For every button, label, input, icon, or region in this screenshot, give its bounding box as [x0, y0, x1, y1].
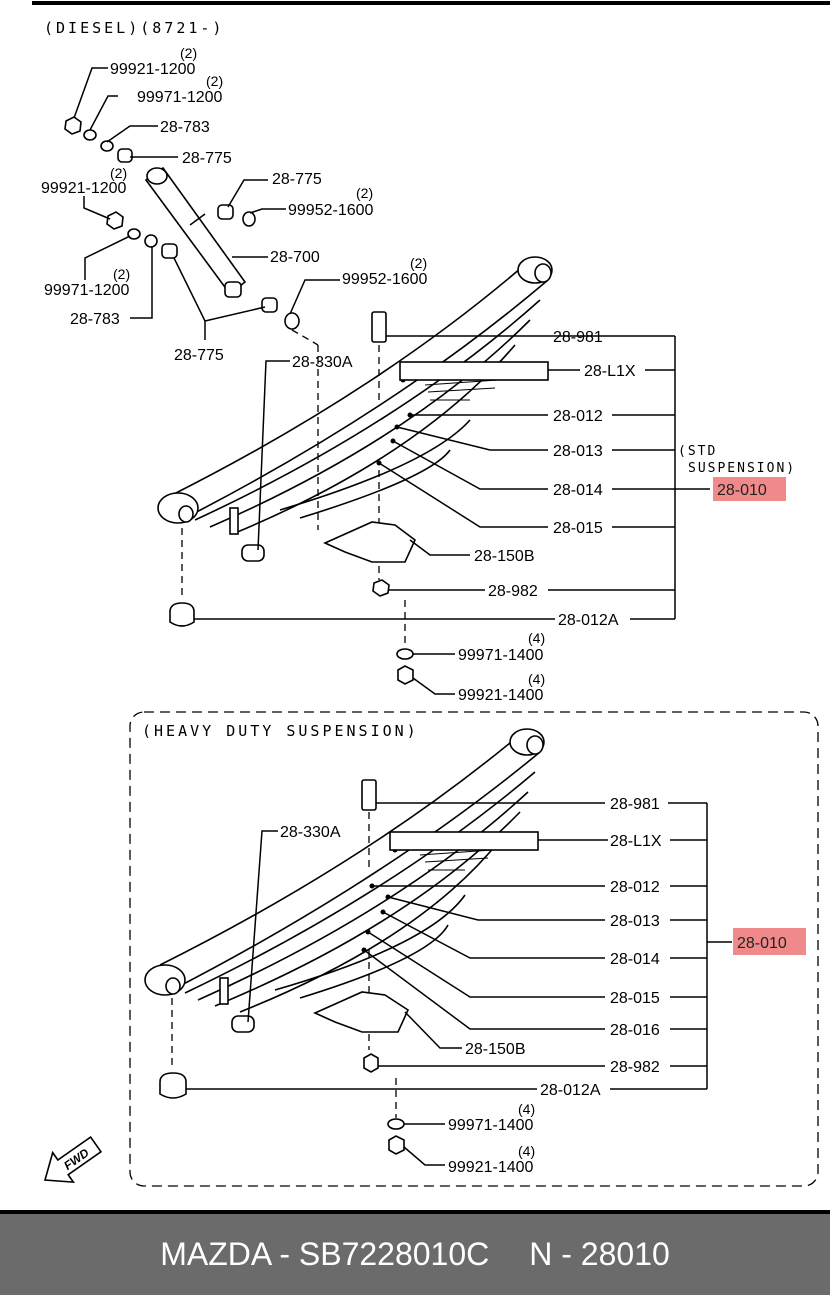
std-center-bolt[interactable] [371, 311, 387, 343]
hd-spring-seat[interactable] [313, 991, 410, 1033]
svg-text:28-L1X: 28-L1X [584, 363, 636, 380]
svg-text:28-012: 28-012 [553, 408, 603, 425]
hd-nut[interactable] [388, 1135, 405, 1155]
parts-diagram: (DIESEL)(8721-) [32, 1, 830, 1187]
footer-bar: MAZDA - SB7228010C N - 28010 [0, 1210, 830, 1295]
svg-text:28-982: 28-982 [610, 1059, 660, 1076]
svg-text:28-012A: 28-012A [540, 1082, 601, 1099]
std-shackle-bush[interactable] [241, 544, 265, 562]
svg-text:99971-1400: 99971-1400 [458, 647, 544, 664]
svg-text:SUSPENSION): SUSPENSION) [688, 461, 796, 476]
washer-left[interactable] [127, 228, 141, 240]
svg-text:28-012A: 28-012A [558, 612, 619, 629]
svg-text:28-150B: 28-150B [474, 548, 535, 565]
bush-775-top[interactable] [117, 148, 133, 163]
hd-bump-stopper[interactable] [159, 1072, 187, 1099]
bush-775-bottom[interactable] [261, 297, 278, 313]
std-assembly-number[interactable]: 28-010 [717, 482, 767, 499]
washer-783-left[interactable] [144, 234, 158, 248]
hd-center-bolt[interactable] [361, 779, 377, 811]
heavy-duty-section: (HEAVY DUTY SUSPENSION) [129, 711, 819, 1187]
label-absorber: 28-700 [270, 249, 320, 266]
svg-text:28-982: 28-982 [488, 583, 538, 600]
svg-text:99971-1400: 99971-1400 [448, 1117, 534, 1134]
label-783-top: 28-783 [160, 119, 210, 136]
hd-assembly-number[interactable]: 28-010 [737, 935, 787, 952]
svg-text:(2): (2) [113, 266, 130, 282]
svg-text:28-981: 28-981 [553, 329, 603, 346]
bolt-952-mid[interactable] [242, 211, 256, 227]
shock-absorber[interactable] [144, 166, 247, 296]
std-spring-seat[interactable] [323, 521, 416, 563]
svg-text:(4): (4) [518, 1143, 535, 1159]
std-nut-982[interactable] [372, 579, 390, 597]
svg-text:28-981: 28-981 [610, 796, 660, 813]
svg-text:(4): (4) [528, 671, 545, 687]
svg-text:28-012: 28-012 [610, 879, 660, 896]
hd-shackle-bush[interactable] [231, 1015, 255, 1033]
svg-text:28-L1X: 28-L1X [610, 833, 662, 850]
std-leaf-spring: 28-330A 28-981 28-L1X 28-012 28-013 28-0… [157, 256, 796, 704]
label-775-a: 28-775 [182, 150, 232, 167]
label-783-left: 28-783 [70, 311, 120, 328]
nut-top[interactable] [64, 116, 82, 135]
heavy-duty-title: (HEAVY DUTY SUSPENSION) [142, 722, 419, 740]
diagram-title: (DIESEL)(8721-) [44, 19, 224, 37]
label-952-b: 99952-1600 [342, 271, 428, 288]
hd-l1x-box [389, 831, 539, 851]
bush-775-mid[interactable] [217, 204, 234, 220]
svg-text:(2): (2) [206, 73, 223, 89]
label-775-c: 28-775 [174, 347, 224, 364]
svg-text:99921-1400: 99921-1400 [448, 1159, 534, 1176]
svg-text:99921-1400: 99921-1400 [458, 687, 544, 704]
svg-text:28-015: 28-015 [610, 990, 660, 1007]
svg-text:28-016: 28-016 [610, 1022, 660, 1039]
footer-part-number: MAZDA - SB7228010C [160, 1236, 490, 1272]
bush-775-left[interactable] [161, 243, 178, 259]
svg-text:28-015: 28-015 [553, 520, 603, 537]
svg-text:(4): (4) [528, 630, 545, 646]
svg-text:(2): (2) [410, 255, 427, 271]
svg-text:(2): (2) [180, 45, 197, 61]
nut-left[interactable] [106, 211, 124, 230]
label-775-b: 28-775 [272, 171, 322, 188]
shock-top-eye [146, 167, 168, 185]
shock-absorber-group: 99921-1200 (2) 99971-1200 (2) 28-783 28-… [41, 45, 428, 530]
svg-text:28-014: 28-014 [610, 951, 660, 968]
std-l1x-box [399, 361, 549, 381]
hd-washer[interactable] [387, 1118, 405, 1130]
heavy-duty-frame [129, 711, 819, 1187]
svg-text:28-013: 28-013 [610, 913, 660, 930]
svg-text:28-013: 28-013 [553, 443, 603, 460]
label-nut-top: 99921-1200 [110, 61, 196, 78]
svg-text:28-014: 28-014 [553, 482, 603, 499]
hd-nut-982[interactable] [363, 1053, 379, 1073]
label-washer-top: 99971-1200 [137, 89, 223, 106]
svg-text:(2): (2) [356, 185, 373, 201]
svg-text:(STD: (STD [678, 444, 717, 459]
std-assembly-highlight [713, 477, 786, 501]
label-nut-left: 99921-1200 [41, 180, 127, 197]
bolt-952-bottom[interactable] [284, 312, 300, 330]
std-label-330a: 28-330A [292, 354, 353, 371]
svg-text:(2): (2) [110, 165, 127, 181]
std-nut[interactable] [397, 665, 414, 685]
label-washer-left: 99971-1200 [44, 282, 130, 299]
fwd-arrow-icon: FWD [43, 1135, 103, 1184]
svg-text:28-150B: 28-150B [465, 1041, 526, 1058]
washer-top[interactable] [83, 129, 97, 141]
hd-label-330a: 28-330A [280, 824, 341, 841]
footer-diagram-number: N - 28010 [529, 1236, 670, 1272]
hd-assembly-highlight [733, 928, 806, 955]
shock-bottom-eye [224, 281, 242, 298]
std-washer[interactable] [396, 648, 414, 660]
svg-text:(4): (4) [518, 1101, 535, 1117]
std-bump-stopper[interactable] [169, 602, 195, 627]
label-952-a: 99952-1600 [288, 202, 374, 219]
washer-783-top[interactable] [100, 140, 114, 152]
